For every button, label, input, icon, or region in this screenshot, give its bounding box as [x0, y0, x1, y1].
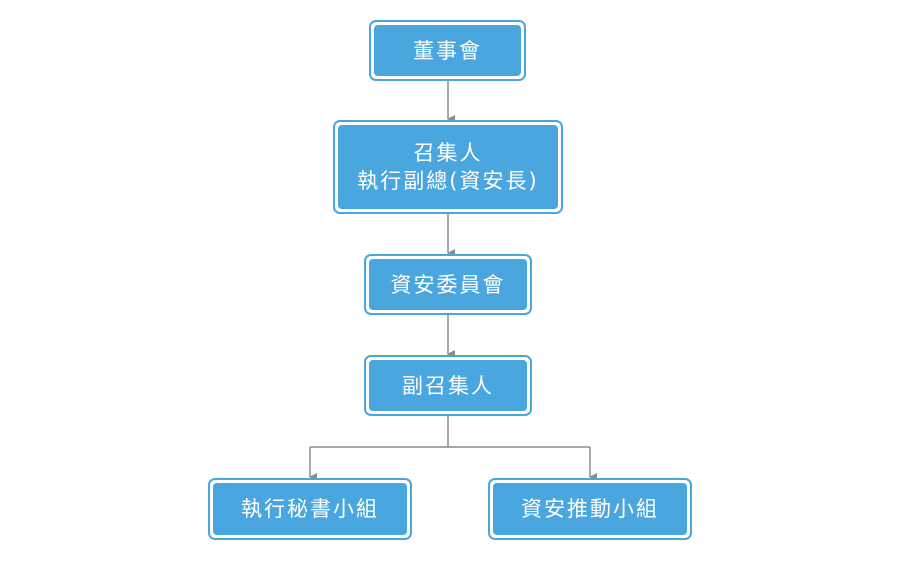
security-committee-node: 資安委員會: [364, 254, 532, 315]
convener-title-label: 執行副總(資安長): [357, 169, 539, 193]
connector-deputy-branch: [310, 416, 590, 448]
convener-node: 召集人 執行副總(資安長): [333, 120, 563, 214]
board-of-directors-label: 董事會: [413, 38, 482, 63]
executive-secretary-group-box: 執行秘書小組: [213, 483, 407, 535]
security-promotion-group-box: 資安推動小組: [493, 483, 687, 535]
deputy-convener-label: 副召集人: [402, 373, 494, 398]
security-promotion-group-node: 資安推動小組: [488, 478, 692, 540]
deputy-convener-node: 副召集人: [364, 355, 532, 416]
convener-box: 召集人 執行副總(資安長): [338, 125, 558, 209]
security-committee-label: 資安委員會: [390, 272, 506, 297]
security-committee-box: 資安委員會: [369, 259, 527, 310]
board-of-directors-node: 董事會: [369, 20, 526, 81]
security-promotion-group-label: 資安推動小組: [521, 497, 659, 521]
deputy-convener-box: 副召集人: [369, 360, 527, 411]
board-of-directors-box: 董事會: [374, 25, 521, 76]
convener-label: 召集人: [413, 141, 483, 165]
executive-secretary-group-node: 執行秘書小組: [208, 478, 412, 540]
executive-secretary-group-label: 執行秘書小組: [241, 497, 379, 521]
